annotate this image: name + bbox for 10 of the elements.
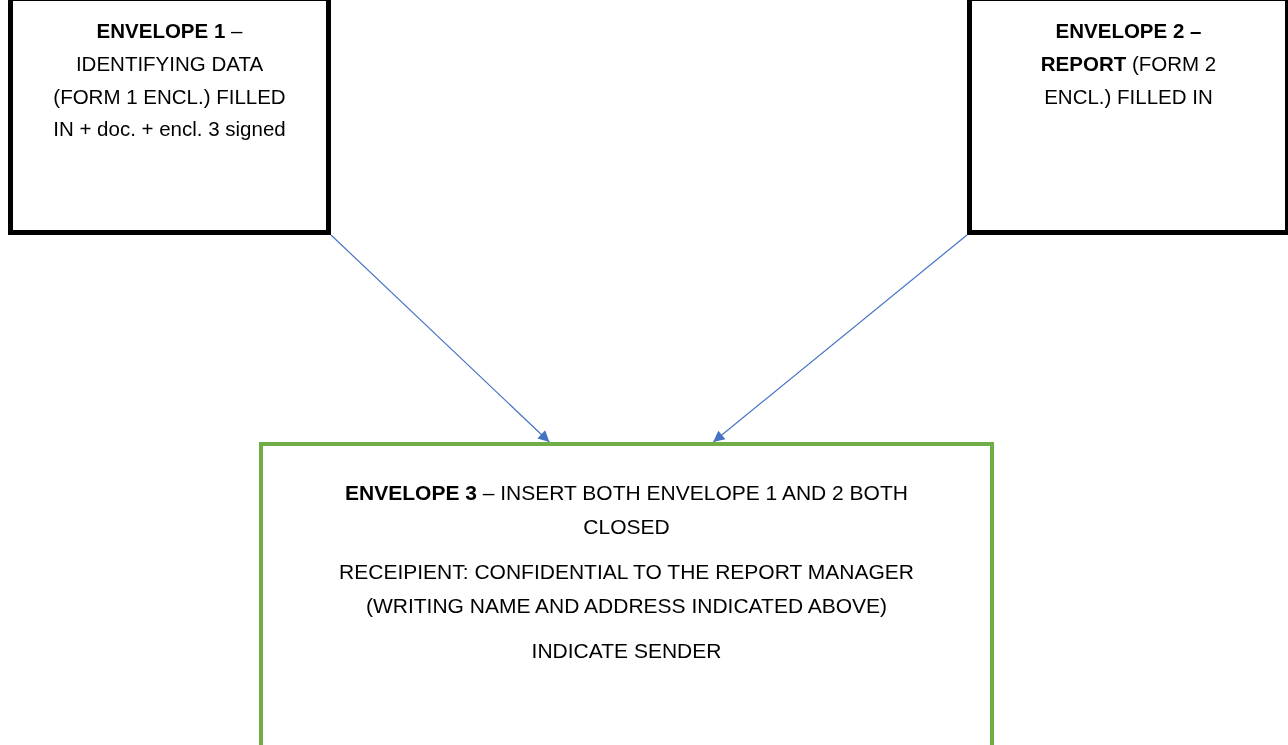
envelope-box [8, 0, 331, 235]
box-text: ENVELOPE 1 – IDENTIFYING DATA (FORM 1 ENCL.) FILLED IN + doc. + encl. 3 signed [53, 18, 286, 143]
envelope-box [259, 442, 994, 745]
box-text: RECEIPIENT: CONFIDENTIAL TO THE REPORT MANAGER (WRITING NAME AND ADDRESS INDICATED ABOVE) [338, 559, 915, 619]
arrow [712, 234, 968, 443]
envelope-box [967, 0, 1288, 235]
arrow [330, 234, 550, 443]
box-text: INDICATE SENDER [530, 638, 723, 665]
box-text: ENVELOPE 2 – REPORT (FORM 2 ENCL.) FILLED IN [1039, 18, 1218, 110]
box-text: ENVELOPE 3 – INSERT BOTH ENVELOPE 1 AND 2 BOTH CLOSED [344, 480, 909, 540]
